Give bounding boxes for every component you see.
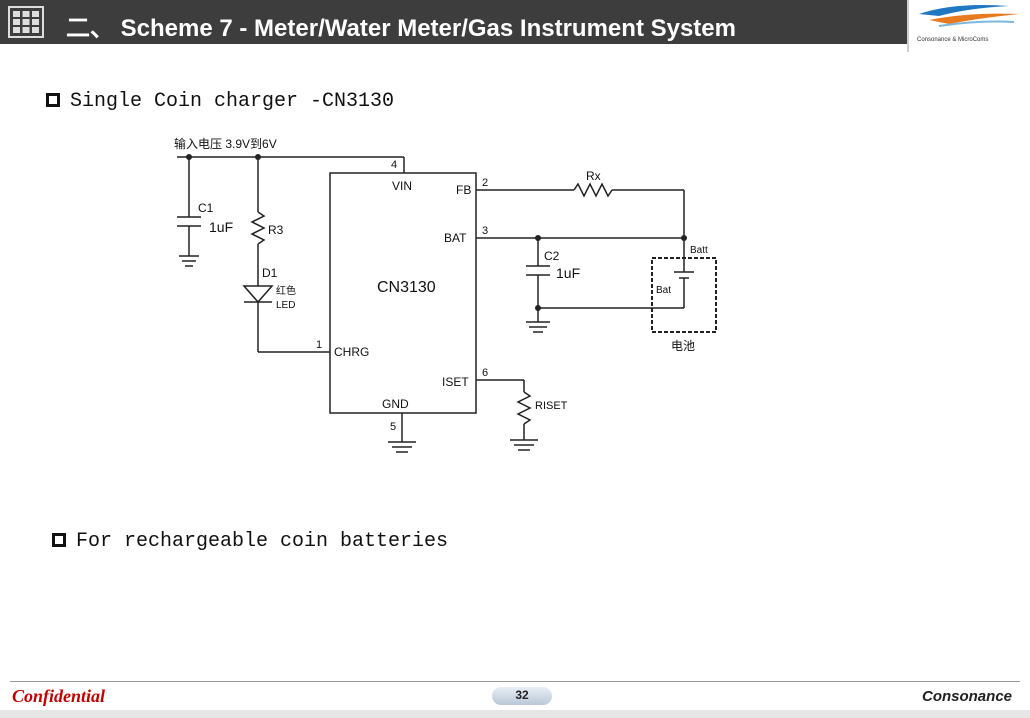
pin-iset: ISET bbox=[442, 375, 469, 389]
bullet-item: Single Coin charger -CN3130 bbox=[46, 90, 394, 113]
r3-name: R3 bbox=[268, 223, 284, 237]
company-logo: Consonance & MicroComs bbox=[907, 0, 1030, 52]
pin-bat: BAT bbox=[444, 231, 467, 245]
pin-number-fb: 2 bbox=[482, 177, 488, 189]
d1-name: D1 bbox=[262, 266, 278, 280]
pin-chrg: CHRG bbox=[334, 345, 369, 359]
circuit-diagram: 输入电压 3.9V到6V C1 1uF R3 D1 红色 LED CN3130 … bbox=[174, 136, 717, 453]
logo-text: Consonance & MicroComs bbox=[917, 37, 989, 43]
c2-value: 1uF bbox=[556, 265, 580, 281]
rx-name: Rx bbox=[586, 169, 601, 183]
bottom-edge bbox=[0, 710, 1030, 718]
page-number-badge: 32 bbox=[492, 687, 552, 705]
battery-label: 电池 bbox=[671, 339, 695, 353]
bullet-item: For rechargeable coin batteries bbox=[52, 530, 448, 553]
input-voltage-label: 输入电压 3.9V到6V bbox=[174, 136, 277, 151]
c1-name: C1 bbox=[198, 201, 214, 215]
page-number: 32 bbox=[515, 688, 529, 702]
checkbox-bullet-icon bbox=[46, 93, 60, 107]
pin-number-iset: 6 bbox=[482, 367, 488, 379]
bullet-text: For rechargeable coin batteries bbox=[76, 530, 449, 553]
footer-divider bbox=[10, 681, 1020, 682]
pin-fb: FB bbox=[456, 183, 471, 197]
battery-outline bbox=[651, 257, 717, 333]
c2-name: C2 bbox=[544, 249, 560, 263]
title-bar: 二、 Scheme 7 - Meter/Water Meter/Gas Inst… bbox=[0, 0, 907, 44]
pin-vin: VIN bbox=[392, 179, 412, 193]
riset-name: RISET bbox=[535, 400, 568, 412]
slide-title: 二、 Scheme 7 - Meter/Water Meter/Gas Inst… bbox=[66, 15, 736, 42]
pin-number-bat: 3 bbox=[482, 225, 488, 237]
pin-number-chrg: 1 bbox=[316, 339, 322, 351]
c1-value: 1uF bbox=[209, 219, 233, 235]
logo-swoosh-icon bbox=[919, 5, 1019, 27]
confidential-label: Confidential bbox=[12, 686, 106, 706]
brand-label: Consonance bbox=[921, 688, 1012, 705]
bat-minus-label: Bat bbox=[656, 285, 671, 296]
d1-type: LED bbox=[276, 300, 295, 311]
pin-number-gnd: 5 bbox=[390, 421, 396, 433]
pin-number-vin: 4 bbox=[391, 159, 397, 171]
grid-menu-icon[interactable] bbox=[8, 6, 44, 38]
chip-name: CN3130 bbox=[377, 279, 436, 296]
d1-color: 红色 bbox=[276, 284, 296, 297]
pin-gnd: GND bbox=[382, 397, 409, 411]
checkbox-bullet-icon bbox=[52, 533, 66, 547]
bullet-text: Single Coin charger -CN3130 bbox=[70, 90, 395, 113]
batt-plus-label: Batt bbox=[690, 245, 708, 256]
